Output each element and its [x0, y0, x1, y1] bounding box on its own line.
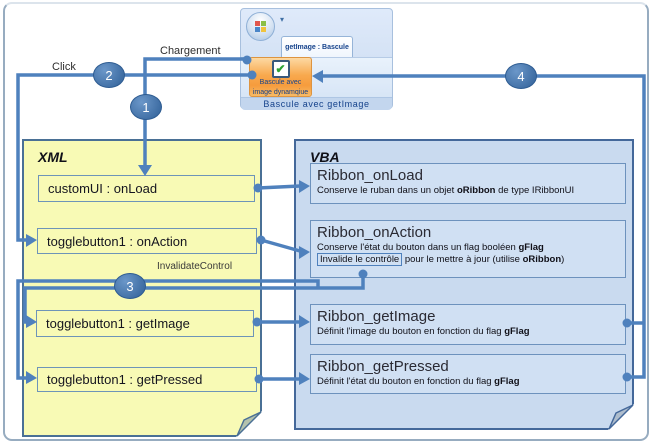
vba-box-ribbon-onload: Ribbon_onLoad Conserve le ruban dans un … [310, 163, 626, 204]
xml-box-onaction-label: togglebutton1 : onAction [47, 233, 188, 249]
step-circle-4: 4 [505, 63, 537, 89]
vba-box-onaction-title: Ribbon_onAction [317, 224, 432, 241]
vba-box-getpressed-desc: Définit l'état du bouton en fonction du … [317, 376, 520, 387]
xml-box-getimage-label: togglebutton1 : getImage [46, 316, 190, 331]
office-logo-icon [255, 21, 266, 32]
folded-corner-icon [608, 404, 634, 430]
step-circle-1: 1 [130, 94, 162, 120]
xml-box-onload-label: customUI : onLoad [48, 181, 158, 196]
xml-box-getpressed-label: togglebutton1 : getPressed [47, 372, 203, 387]
vba-box-onaction-desc-line2: Invalide le contrôle pour le mettre à jo… [317, 253, 619, 266]
checkmark-icon: ✔ [271, 60, 290, 78]
vba-box-getimage-title: Ribbon_getImage [317, 308, 436, 325]
folded-corner-icon [236, 411, 262, 437]
office-orb-button[interactable] [246, 12, 275, 41]
xml-panel-title: XML [38, 149, 68, 165]
toggle-button-bascule[interactable]: ✔ Bascule avec image dynamqiue [249, 57, 312, 97]
vba-box-ribbon-getpressed: Ribbon_getPressed Définit l'état du bout… [310, 354, 626, 394]
toggle-button-label-line1: Bascule avec [259, 79, 302, 86]
ribbon-group-label: Bascule avec getImage [241, 97, 392, 110]
step-circle-2: 2 [93, 62, 125, 88]
vba-box-ribbon-onaction: Ribbon_onAction Conserve l'état du bouto… [310, 220, 626, 278]
vba-box-getpressed-title: Ribbon_getPressed [317, 358, 449, 375]
ribbon-tab-getimage[interactable]: getImage : Bascule [281, 36, 353, 57]
label-chargement: Chargement [160, 45, 221, 57]
vba-box-onload-title: Ribbon_onLoad [317, 167, 423, 184]
vba-box-onload-desc: Conserve le ruban dans un objet oRibbon … [317, 185, 575, 196]
toggle-button-label-line2: image dynamqiue [252, 88, 309, 96]
office-ribbon-mockup: ▾ getImage : Bascule ✔ Bascule avec imag… [240, 8, 393, 110]
xml-box-getimage: togglebutton1 : getImage [36, 310, 254, 337]
step-circle-3: 3 [114, 273, 146, 299]
quick-access-caret-icon[interactable]: ▾ [280, 15, 285, 24]
label-click: Click [52, 61, 76, 73]
xml-box-onaction: togglebutton1 : onAction [37, 228, 257, 254]
outer-frame [3, 2, 649, 441]
label-invalidatecontrol: InvalidateControl [157, 261, 233, 272]
invalidate-highlight-box: Invalide le contrôle [317, 253, 403, 266]
xml-box-getpressed: togglebutton1 : getPressed [37, 367, 257, 392]
vba-box-getimage-desc: Définit l'image du bouton en fonction du… [317, 326, 530, 337]
vba-box-ribbon-getimage: Ribbon_getImage Définit l'image du bouto… [310, 304, 626, 345]
xml-box-onload: customUI : onLoad [38, 175, 255, 202]
